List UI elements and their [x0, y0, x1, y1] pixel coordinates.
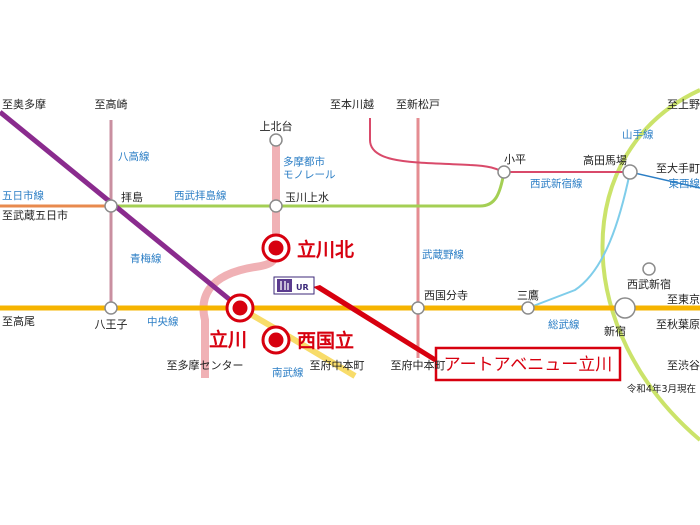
line-label-seibu-haijima: 西武拝島線 [174, 189, 227, 202]
station-marker-takadanobaba [622, 164, 638, 180]
station-name-shinjuku: 新宿 [604, 324, 626, 338]
station-marker-hachioji [104, 301, 118, 315]
station-name-mitaka: 三鷹 [517, 288, 539, 302]
ur-logo: UR [273, 276, 315, 295]
station-name-seibu-shinjuku: 西武新宿 [627, 277, 671, 291]
line-label-musashino: 武蔵野線 [422, 248, 464, 261]
station-name-tachikawa-kita: 立川北 [297, 238, 354, 261]
property-pointer [313, 285, 440, 362]
station-name-haijima: 拝島 [121, 190, 143, 204]
destination-ueno: 至上野 [667, 98, 700, 111]
destination-tokyo: 至東京 [667, 292, 700, 306]
station-marker-shinjuku [614, 297, 636, 319]
seibu-haijima-line [111, 171, 506, 208]
destination-motokawagoe: 至本川越 [330, 97, 374, 111]
line-label-ome: 青梅線 [130, 252, 162, 265]
tozai-line [629, 171, 700, 189]
destination-musashi-itsukaichi: 至武蔵五日市 [2, 208, 68, 222]
destination-otemachi: 至大手町 [656, 161, 700, 175]
station-marker-seibu-shinjuku [642, 262, 656, 276]
destination-takasaki: 至高崎 [95, 97, 128, 111]
line-label-nambu: 南武線 [272, 366, 304, 379]
station-marker-mitaka [521, 301, 535, 315]
station-name-takadanobaba: 高田馬場 [583, 153, 627, 167]
destination-akihabara: 至秋葉原 [656, 317, 700, 331]
station-tachikawa-kita-marker [261, 233, 291, 263]
station-marker-kokubunji [411, 301, 425, 315]
destination-shibuya: 至渋谷 [667, 359, 700, 372]
line-label-seibu-shinjuku: 西武新宿線 [530, 177, 583, 190]
station-name-tachikawa: 立川 [209, 328, 247, 351]
line-label-hachiko: 八高線 [118, 150, 150, 163]
line-label-yamanote: 山手線 [622, 128, 654, 141]
station-name-hachioji: 八王子 [95, 318, 128, 331]
ome-line [0, 110, 242, 310]
station-markers [104, 133, 656, 319]
station-name-kokubunji: 西国分寺 [424, 289, 468, 302]
line-label-monorail-1: 多摩都市 [283, 155, 325, 168]
property-name: アートアベニュー立川 [444, 355, 613, 375]
property-name-box [434, 346, 622, 382]
station-tachikawa-marker [225, 293, 255, 323]
destination-okutama: 至奥多摩 [2, 97, 46, 111]
station-name-kamikitadai: 上北台 [260, 119, 293, 133]
station-marker-kodaira [497, 165, 511, 179]
date-note: 令和4年3月現在 [627, 383, 696, 395]
station-name-nishikunitachi: 西国立 [297, 329, 354, 352]
station-marker-haijima [104, 199, 118, 213]
destination-takao: 至高尾 [2, 314, 35, 328]
station-name-tamagawajosui: 玉川上水 [285, 191, 329, 204]
destination-fuchu-musashino: 至府中本町 [391, 358, 446, 372]
destination-fuchu-nambu: 至府中本町 [310, 358, 365, 372]
station-nishikunitachi-marker [261, 325, 291, 355]
sobu-line [527, 171, 631, 309]
yamanote-line [600, 88, 700, 442]
line-label-itsukaichi: 五日市線 [2, 189, 44, 202]
line-label-sobu: 総武線 [548, 318, 580, 331]
station-marker-tamagawajosui [269, 199, 283, 213]
line-label-monorail-2: モノレール [283, 169, 336, 181]
destination-tama-center: 至多摩センター [167, 358, 244, 372]
ur-logo-text: UR [296, 283, 309, 292]
station-marker-kamikitadai [269, 133, 283, 147]
line-label-chuo: 中央線 [147, 315, 179, 328]
station-name-kodaira: 小平 [504, 153, 526, 166]
destination-shinmatsudo: 至新松戸 [396, 97, 440, 111]
line-label-tozai: 東西線 [669, 177, 700, 190]
